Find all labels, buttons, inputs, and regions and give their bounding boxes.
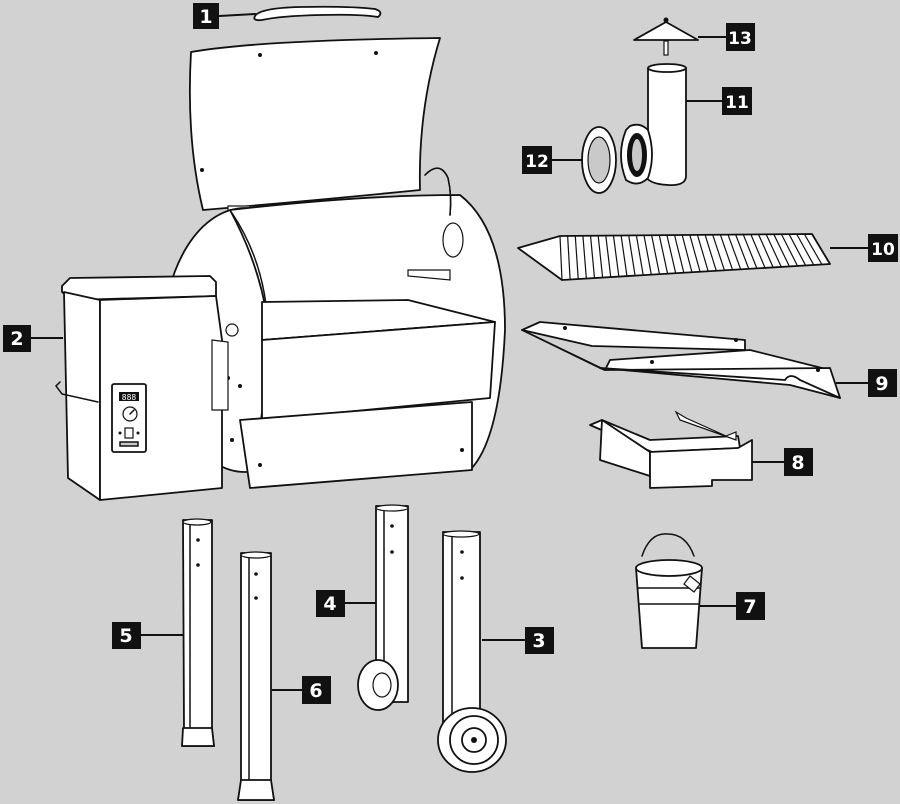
callout-8-number: 8 — [791, 452, 804, 474]
callout-11: 11 — [722, 87, 752, 115]
callout-6: 6 — [302, 676, 331, 704]
callout-10: 10 — [868, 234, 898, 262]
grill-grate — [518, 234, 830, 280]
callout-5: 5 — [112, 622, 141, 649]
callout-13: 13 — [726, 23, 755, 51]
leg-front-right — [238, 552, 274, 800]
callout-7: 7 — [736, 592, 765, 620]
chimney — [621, 64, 686, 185]
leg-wheel-right — [438, 531, 506, 772]
callout-3-number: 3 — [532, 630, 545, 652]
callout-1-number: 1 — [199, 6, 212, 28]
chimney-cap — [634, 18, 698, 56]
callout-2: 2 — [3, 325, 31, 352]
callout-3: 3 — [525, 627, 554, 654]
callout-5-number: 5 — [119, 625, 132, 647]
callout-1: 1 — [193, 3, 219, 29]
callout-7-number: 7 — [743, 596, 756, 618]
callout-13-number: 13 — [728, 29, 752, 49]
callout-12: 12 — [522, 146, 552, 174]
heat-baffle — [590, 412, 752, 488]
callout-4: 4 — [316, 590, 345, 617]
callout-4-number: 4 — [323, 593, 336, 615]
callout-12-number: 12 — [525, 152, 549, 172]
lid-handle — [254, 7, 380, 20]
controller-display: 888 — [122, 393, 137, 402]
drip-tray — [522, 322, 840, 398]
hopper: 888 — [56, 276, 228, 500]
chimney-gasket — [582, 127, 616, 193]
leg-wheel-left — [358, 505, 408, 710]
grease-bucket — [636, 534, 702, 648]
callout-8: 8 — [784, 448, 813, 476]
callout-10-number: 10 — [871, 240, 895, 260]
callout-9-number: 9 — [875, 373, 888, 395]
callout-11-number: 11 — [725, 93, 749, 113]
callout-6-number: 6 — [309, 680, 322, 702]
callout-2-number: 2 — [10, 328, 23, 350]
callout-9: 9 — [868, 369, 897, 397]
leg-front-left — [182, 519, 214, 746]
